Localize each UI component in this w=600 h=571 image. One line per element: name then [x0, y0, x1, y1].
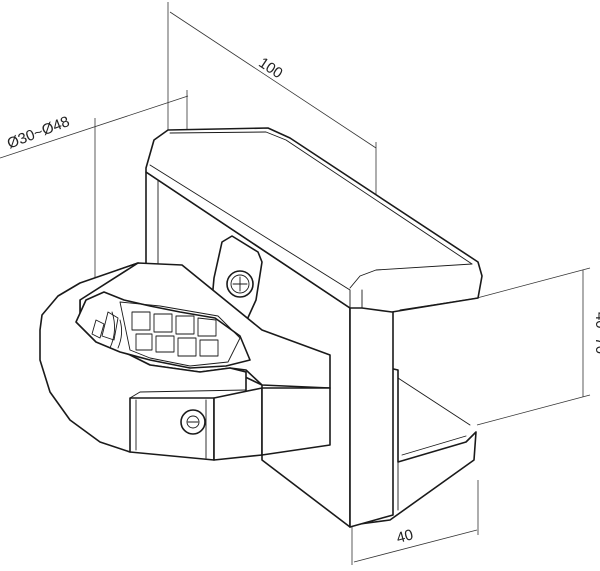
dimension-height: 40~70: [476, 267, 600, 426]
dimension-40: 40: [351, 480, 479, 565]
dimension-40-label: 40: [395, 526, 416, 547]
front-block: [129, 387, 331, 461]
dimension-height-label: 40~70: [592, 312, 600, 354]
screw-head-icon: [226, 270, 254, 298]
front-screw-icon: [180, 409, 206, 435]
dimension-diameter-label: Ø30~Ø48: [5, 113, 72, 152]
dimension-100-label: 100: [255, 54, 285, 82]
top-cap: [145, 127, 483, 313]
grip-pad: [91, 301, 241, 367]
